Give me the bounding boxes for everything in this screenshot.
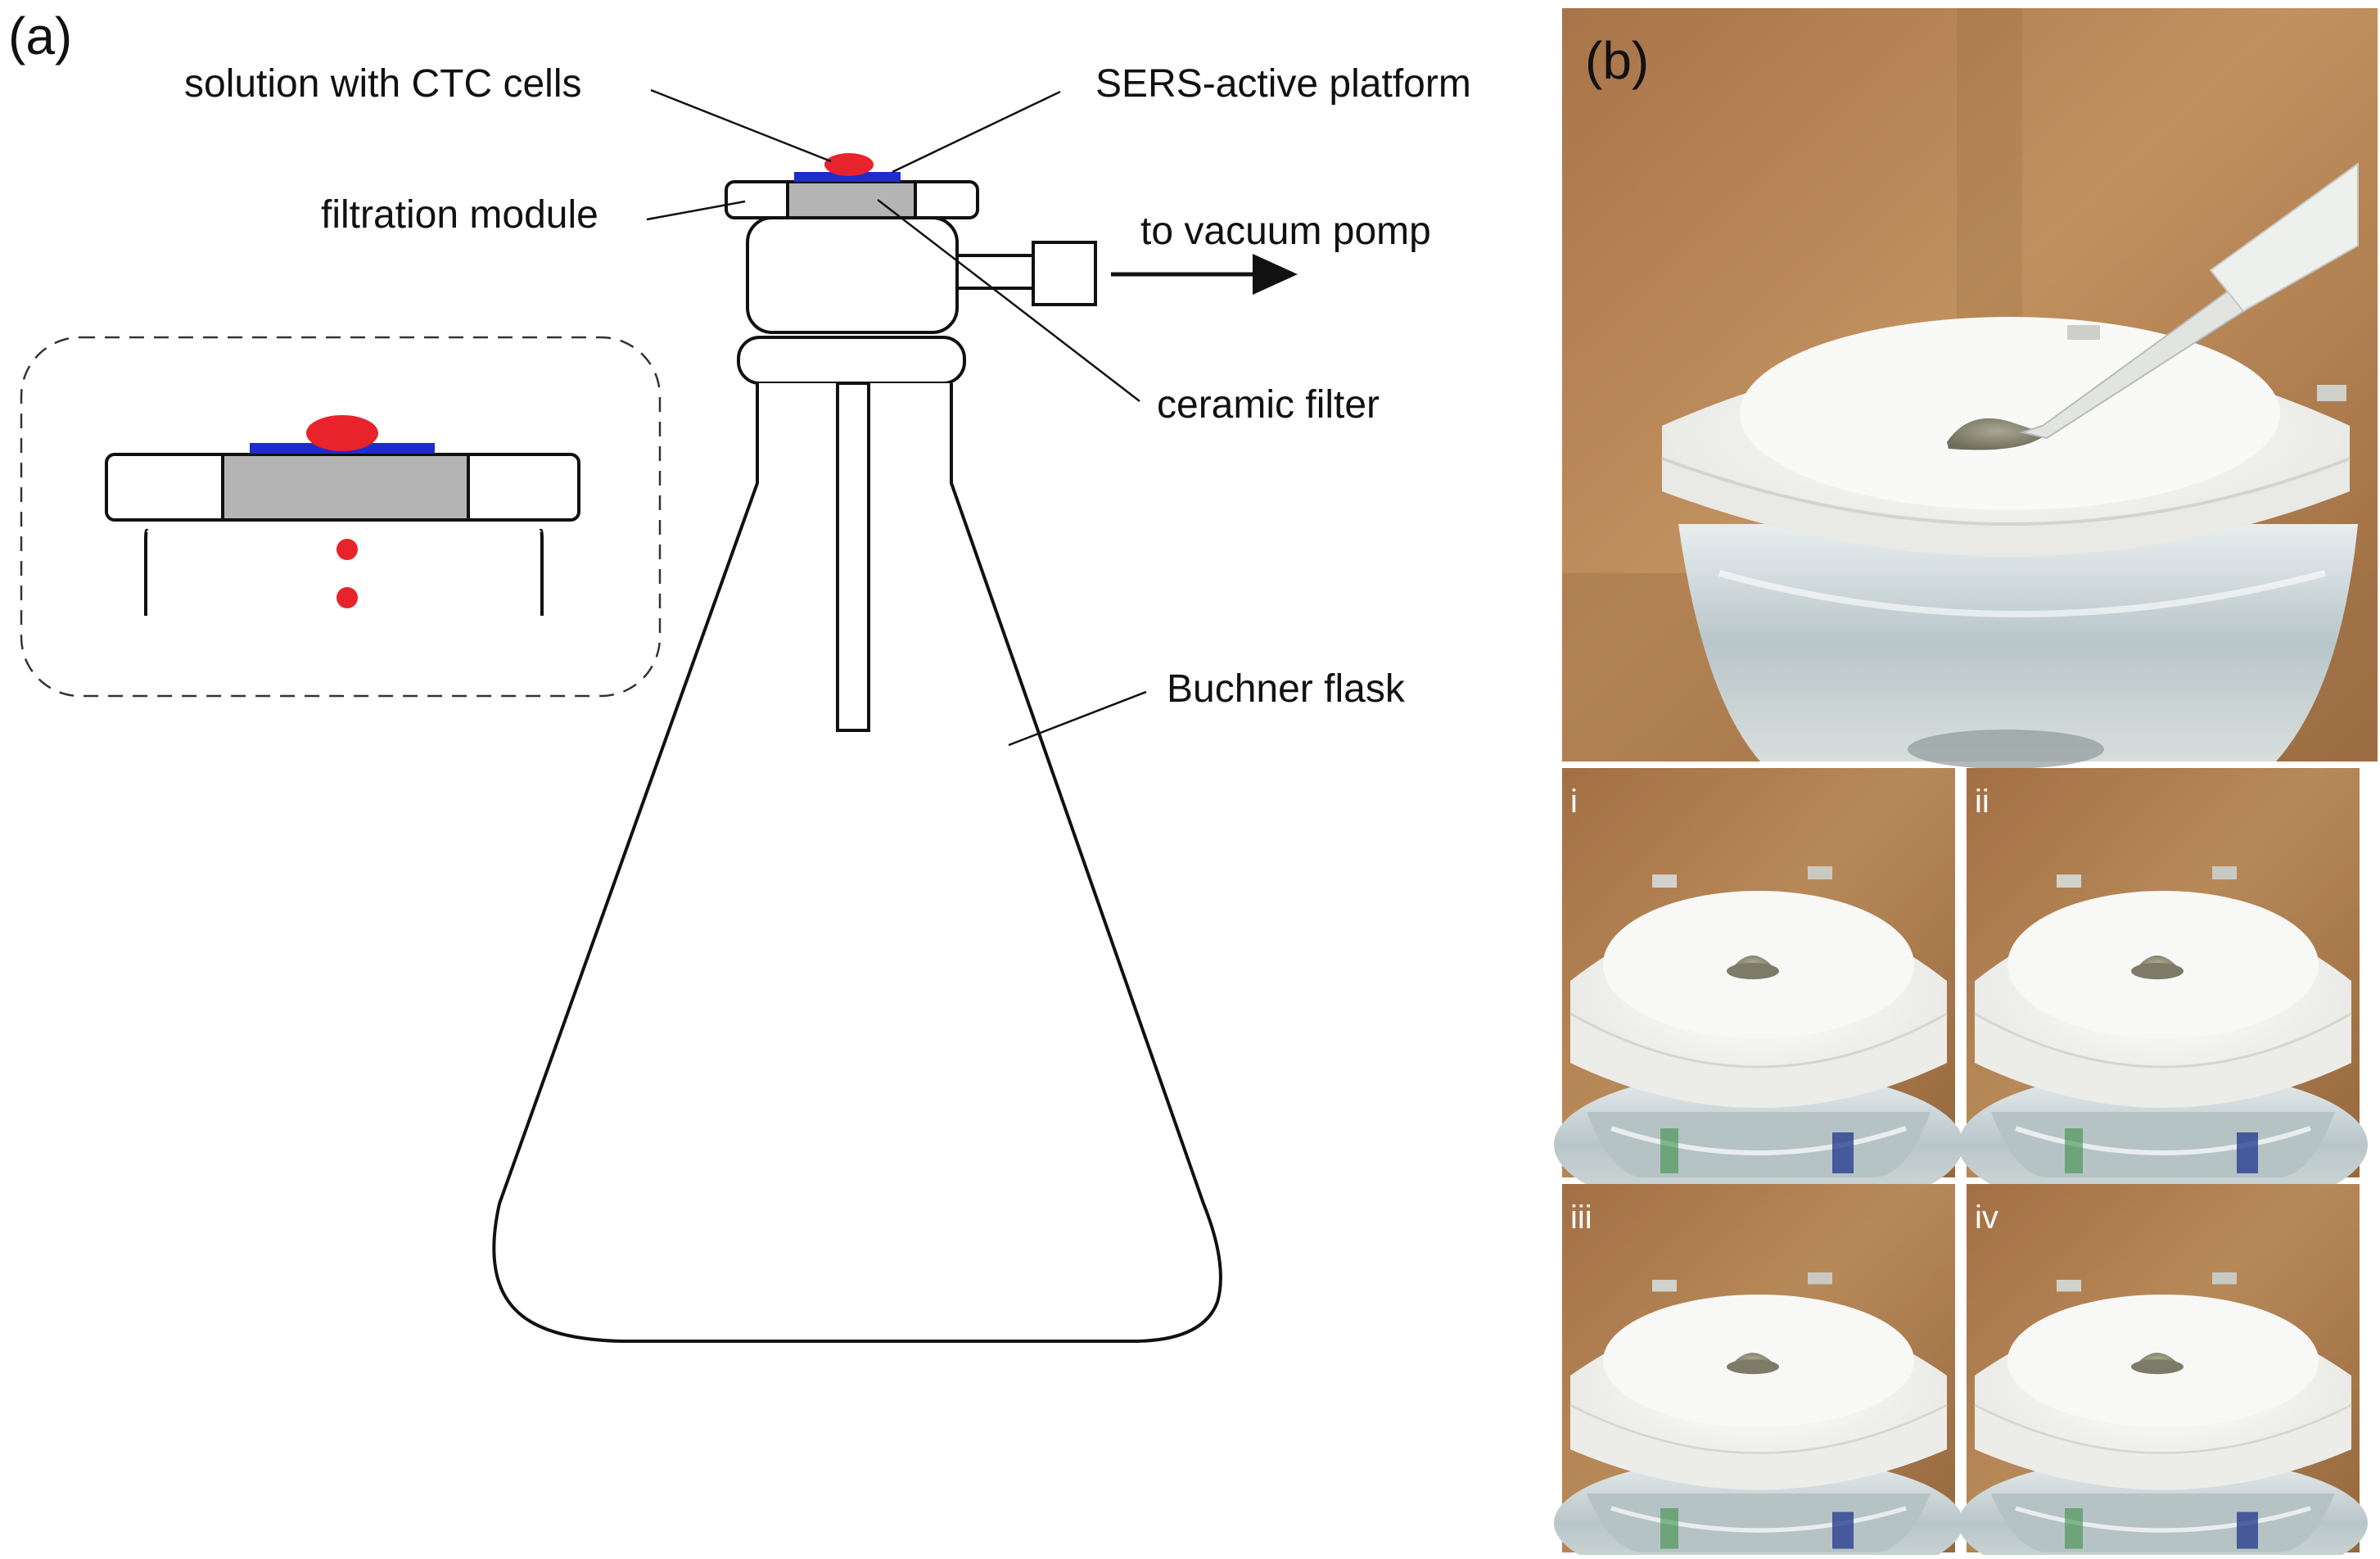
photo-ii: ii (1958, 768, 2368, 1218)
inset-filter (221, 453, 470, 522)
photo-iv: iv (1958, 1184, 2368, 1555)
leader-filtration (646, 200, 746, 221)
main-photo-sample (1947, 418, 2047, 450)
panel-a-label: (a) (8, 7, 72, 66)
label-sers: SERS-active platform (1095, 62, 1471, 106)
photo-ii-label: ii (1975, 784, 1989, 820)
leader-flask (1008, 690, 1147, 747)
sers-platform (794, 172, 901, 182)
inset-wall-right (539, 528, 544, 616)
photo-i: i (1554, 768, 1963, 1218)
cell-solution-droplet (824, 153, 874, 176)
inset-drop-2 (336, 587, 358, 608)
side-arm (955, 254, 1035, 290)
label-vacuum: to vacuum pomp (1140, 210, 1431, 253)
panel-b-label: (b) (1585, 31, 1649, 90)
leader-ceramic (877, 199, 1140, 402)
leader-lines (646, 88, 1147, 747)
buchner-flask (492, 383, 1222, 1343)
vacuum-arrow-head (1253, 254, 1298, 295)
leader-sers (892, 90, 1061, 174)
main-photo (1562, 8, 2378, 769)
inset-detail (20, 336, 662, 698)
label-filtration: filtration module (321, 193, 598, 237)
photo-iv-label: iv (1975, 1200, 1998, 1236)
inset-border (20, 336, 662, 698)
label-solution: solution with CTC cells (184, 62, 581, 106)
photo-iii-label: iii (1570, 1200, 1592, 1236)
rubber-ring (737, 336, 966, 385)
filter-holder (746, 216, 959, 334)
photo-i-label: i (1570, 784, 1578, 820)
inset-wall-left (144, 528, 149, 616)
inset-droplet (306, 415, 378, 451)
vacuum-connector (1032, 241, 1097, 306)
inset-drop-1 (336, 539, 358, 560)
flask-stem (836, 382, 870, 732)
label-flask: Buchner flask (1167, 667, 1406, 711)
buchner-setup (492, 180, 1222, 1343)
main-photo-glass (1678, 524, 2358, 761)
label-ceramic: ceramic filter (1157, 383, 1380, 427)
leader-solution (650, 88, 832, 163)
ceramic-filter (786, 180, 917, 219)
photo-iii: iii (1554, 1184, 1963, 1555)
